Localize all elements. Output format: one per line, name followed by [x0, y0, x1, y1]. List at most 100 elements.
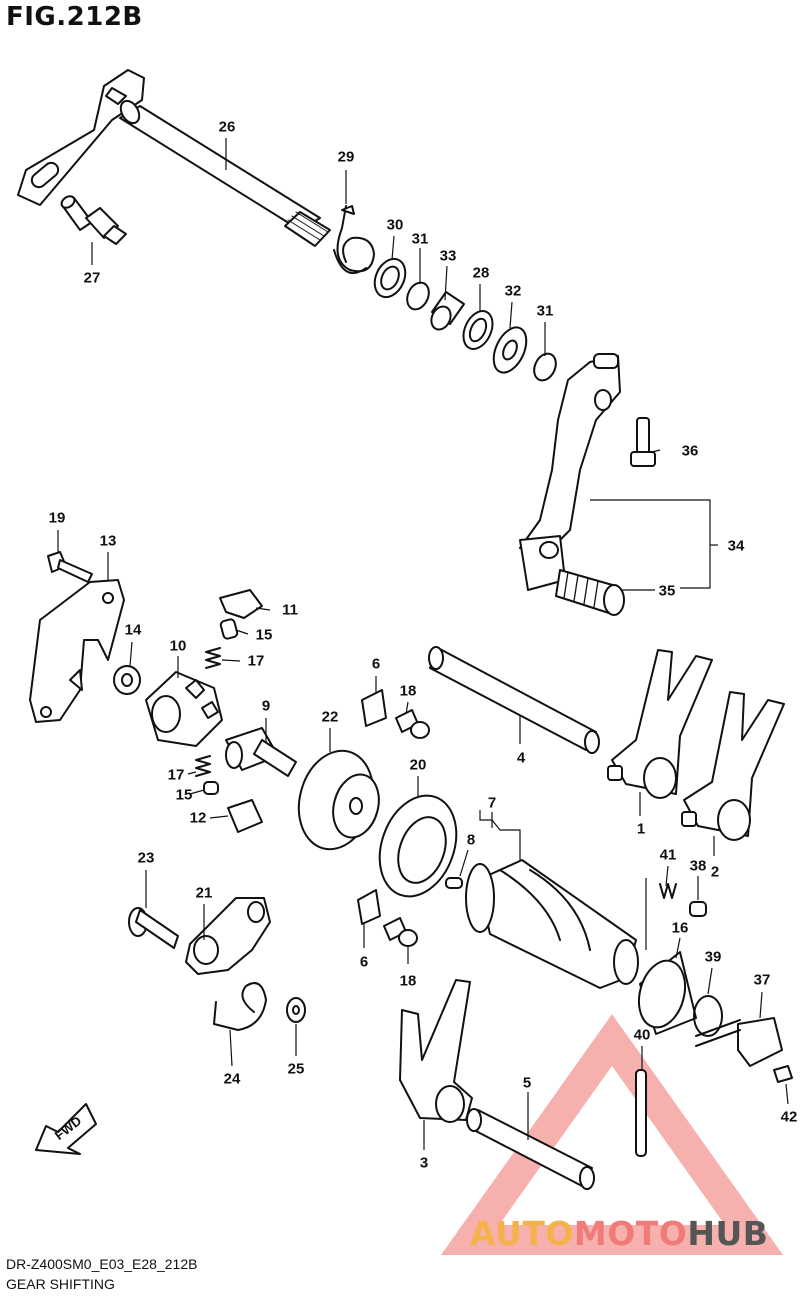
callout-6-bottom: 6	[359, 953, 369, 971]
pawl-part	[227, 799, 263, 833]
stopper-plate-part	[29, 579, 125, 723]
lever-bolt-part	[630, 417, 656, 467]
callout-39: 39	[704, 948, 722, 966]
callout-25: 25	[287, 1060, 305, 1078]
callout-15-top: 15	[255, 626, 273, 644]
callout-38: 38	[689, 857, 707, 875]
pin-part	[203, 618, 239, 795]
spring-part	[195, 647, 221, 777]
callout-12: 12	[189, 809, 207, 827]
callout-23: 23	[137, 849, 155, 867]
needle-bearing-part	[430, 291, 465, 331]
circlip-part	[406, 281, 557, 382]
gearshift-fork-part	[607, 649, 713, 799]
collar-part	[113, 665, 141, 695]
return-spring-part	[333, 205, 375, 274]
callout-33: 33	[439, 247, 457, 265]
callout-20: 20	[409, 756, 427, 774]
callout-42: 42	[780, 1108, 798, 1126]
callout-31-top: 31	[411, 230, 429, 248]
fork-shaft-part	[428, 646, 600, 754]
spring-part	[659, 883, 677, 899]
return-spring-part	[213, 982, 267, 1031]
gearshift-shaft-part	[17, 69, 331, 247]
washer-part	[357, 689, 387, 925]
leader-lines	[57, 138, 789, 1150]
screw-part	[47, 551, 93, 583]
callout-21: 21	[195, 884, 213, 902]
callout-40: 40	[633, 1026, 651, 1044]
callout-28: 28	[472, 264, 490, 282]
callout-34: 34	[727, 537, 745, 555]
washer-part	[373, 257, 407, 299]
watermark-auto: AUTO	[470, 1214, 574, 1253]
pin-part	[445, 877, 463, 889]
callout-27: 27	[83, 269, 101, 287]
callout-5: 5	[522, 1074, 532, 1092]
callout-13: 13	[99, 532, 117, 550]
pin-part	[635, 1069, 647, 1157]
diagram-code: DR-Z400SM0_E03_E28_212B	[6, 1256, 198, 1272]
callout-24: 24	[223, 1070, 241, 1088]
callout-10: 10	[169, 637, 187, 655]
callout-32: 32	[504, 282, 522, 300]
pawl-part	[219, 589, 263, 619]
callout-16: 16	[671, 919, 689, 937]
callout-19: 19	[48, 509, 66, 527]
callout-4: 4	[516, 749, 526, 767]
gearshift-cam-plate-part	[297, 749, 380, 851]
stopper-bolt-part	[60, 195, 127, 245]
gearshift-fork-part	[399, 979, 473, 1123]
gearshift-arm-part	[185, 897, 271, 975]
diagram-caption: GEAR SHIFTING	[6, 1276, 115, 1292]
callout-8: 8	[466, 831, 476, 849]
callout-1: 1	[636, 820, 646, 838]
callout-36: 36	[681, 442, 699, 460]
callout-31-bottom: 31	[536, 302, 554, 320]
washer-part	[492, 326, 528, 374]
callout-14: 14	[124, 621, 142, 639]
gearshift-fork-part	[681, 691, 785, 841]
callout-18-bottom: 18	[399, 972, 417, 990]
cam-stopper-bolt-part	[225, 727, 297, 777]
bearing-part	[637, 951, 697, 1035]
watermark-triangle	[440, 1014, 784, 1255]
pin-part	[689, 901, 707, 917]
figure-title: FIG.212B	[6, 2, 143, 32]
bearing-part	[378, 794, 458, 898]
callout-3: 3	[419, 1154, 429, 1172]
callout-22: 22	[321, 708, 339, 726]
shift-lever-rubber-part	[555, 569, 625, 616]
o-ring-part	[693, 995, 723, 1037]
callout-30: 30	[386, 216, 404, 234]
callout-7: 7	[487, 794, 497, 812]
callout-9: 9	[261, 697, 271, 715]
watermark-wordmark: AUTOMOTOHUB	[470, 1214, 768, 1253]
callout-15-bottom: 15	[175, 786, 193, 804]
screw-part	[773, 1065, 793, 1083]
cam-stopper-part	[145, 671, 223, 747]
callout-18-top: 18	[399, 682, 417, 700]
washer-part	[286, 997, 306, 1023]
callout-2: 2	[710, 863, 720, 881]
callout-11: 11	[282, 601, 298, 619]
callout-41: 41	[659, 846, 677, 864]
callout-29: 29	[337, 148, 355, 166]
gear-position-switch-part	[695, 1017, 783, 1067]
gearshift-cam-part	[465, 859, 639, 989]
callout-26: 26	[218, 118, 236, 136]
fork-shaft-part	[466, 1108, 595, 1190]
gearshift-lever-part	[519, 353, 621, 591]
forward-arrow-icon	[35, 1103, 97, 1155]
callout-37: 37	[753, 971, 771, 989]
callout-6-top: 6	[371, 655, 381, 673]
watermark-hub: HUB	[687, 1214, 769, 1253]
callout-17-top: 17	[247, 652, 265, 670]
bolt-part	[128, 907, 179, 949]
callout-35: 35	[658, 582, 676, 600]
callout-17-bottom: 17	[167, 766, 185, 784]
oil-seal-part	[462, 310, 494, 350]
watermark-moto: MOTO	[573, 1214, 688, 1253]
